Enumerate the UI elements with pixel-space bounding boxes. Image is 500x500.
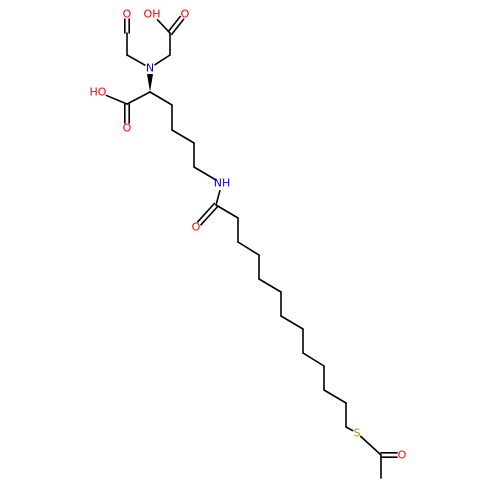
- atom-label-n-amine: N: [146, 62, 154, 75]
- atom-label-o-amide: O: [192, 221, 201, 234]
- atom-label-oh-top: OH: [144, 8, 161, 21]
- double-bond-line: [200, 205, 219, 226]
- single-bond-line: [105, 94, 128, 105]
- double-bond-line: [170, 18, 185, 36]
- atom-label-ho-left: HO: [90, 86, 107, 99]
- single-bond-line: [171, 129, 195, 144]
- single-bond-line: [302, 352, 325, 367]
- atom-label-o-acid: O: [123, 122, 132, 135]
- single-bond-line: [215, 189, 221, 206]
- atom-label-nh-amide: NH: [214, 177, 231, 190]
- single-bond-line: [359, 435, 382, 456]
- single-bond-line: [126, 91, 151, 105]
- single-bond-line: [126, 54, 146, 66]
- single-bond-line: [154, 54, 171, 66]
- single-bond-line: [193, 166, 217, 181]
- stereo-wedge-bond: [147, 74, 153, 92]
- single-bond-line: [237, 241, 260, 256]
- atom-label-o-top2: O: [181, 8, 190, 21]
- bond-lines: [105, 15, 398, 479]
- single-bond-line: [280, 315, 304, 330]
- atom-label-o-top1: O: [123, 8, 132, 21]
- single-bond-line: [214, 178, 217, 181]
- single-bond-line: [323, 389, 347, 404]
- single-bond-line: [345, 426, 354, 432]
- single-bond-line: [215, 204, 239, 219]
- atom-label-o-acetyl: O: [398, 449, 407, 462]
- atom-label-s-thio: S: [354, 427, 361, 440]
- single-bond-line: [149, 91, 173, 106]
- double-bond-line: [167, 15, 181, 33]
- double-bond-line: [196, 202, 216, 223]
- stereo-wedges: [147, 74, 153, 92]
- single-bond-line: [258, 278, 282, 293]
